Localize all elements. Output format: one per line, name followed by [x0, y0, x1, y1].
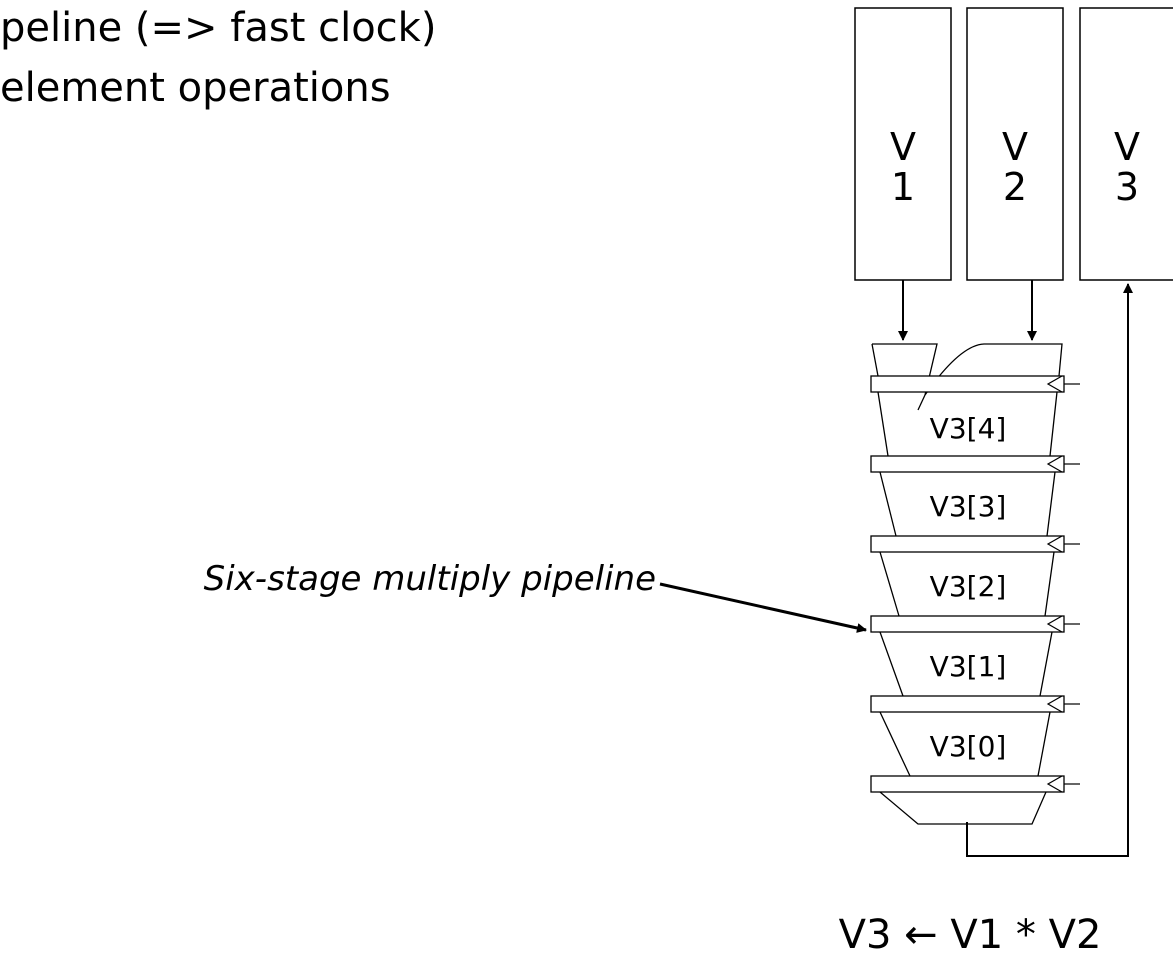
operation-equation: V3 ← V1 * V2 — [839, 912, 1102, 958]
bullet-text-1: peline (=> fast clock) — [0, 5, 437, 51]
register-v2-index: 2 — [1003, 165, 1027, 209]
pipeline-stages — [877, 391, 1058, 825]
pipeline-latch — [870, 695, 1080, 713]
register-v3-letter: V — [1114, 125, 1140, 169]
register-v1-letter: V — [890, 125, 916, 169]
register-v2-letter: V — [1002, 125, 1028, 169]
pipeline-latch — [870, 615, 1080, 633]
pipeline-latch — [870, 375, 1080, 393]
bullet-text-2: element operations — [0, 65, 391, 111]
result-writeback-arrow — [966, 283, 1133, 857]
stage-label: V3[0] — [930, 730, 1007, 763]
pipeline-latches — [870, 375, 1080, 793]
multiplier-input-shape — [872, 343, 1063, 396]
pipeline-latch — [870, 775, 1080, 793]
stage-label: V3[1] — [930, 650, 1007, 683]
register-v3-index: 3 — [1115, 165, 1139, 209]
pipeline-pointer-arrow — [659, 582, 867, 633]
stage-label: V3[4] — [930, 412, 1007, 445]
register-v1: V 1 — [854, 7, 952, 281]
pipeline-latch — [870, 455, 1080, 473]
pipeline-label: Six-stage multiply pipeline — [204, 559, 656, 599]
register-v3: V 3 — [1079, 7, 1173, 281]
stage-label: V3[2] — [930, 570, 1007, 603]
register-v1-index: 1 — [891, 165, 915, 209]
pipeline-latch — [870, 535, 1080, 553]
register-v2: V 2 — [966, 7, 1064, 281]
stage-label: V3[3] — [930, 490, 1007, 523]
